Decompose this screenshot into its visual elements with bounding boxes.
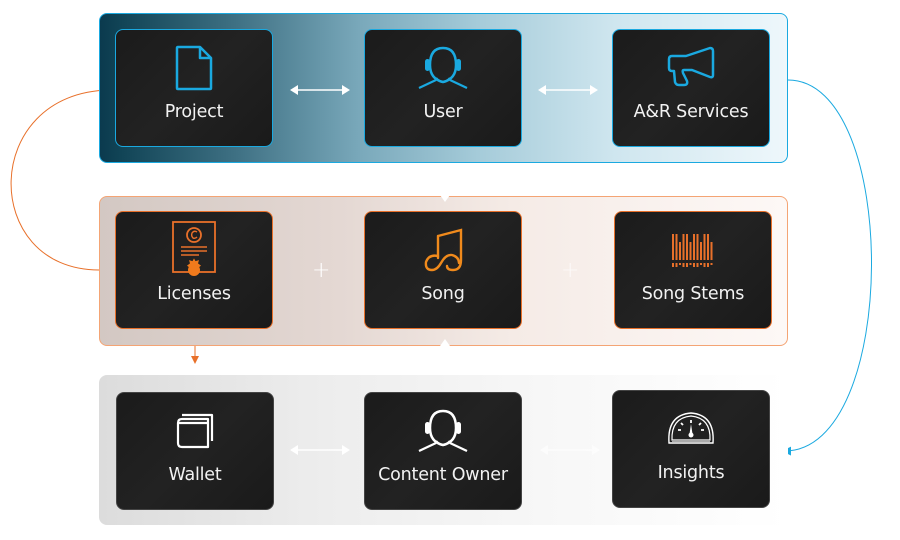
music-note-icon bbox=[365, 226, 521, 274]
node-label: Licenses bbox=[157, 284, 231, 304]
document-icon bbox=[116, 44, 272, 92]
stem-marker bbox=[693, 263, 695, 267]
megaphone-icon bbox=[613, 44, 769, 92]
stem-marker bbox=[703, 263, 706, 267]
node-label: A&R Services bbox=[633, 102, 749, 122]
edge-licenses-to-project bbox=[10, 86, 112, 271]
plus-connector: + bbox=[561, 258, 580, 283]
certificate-icon bbox=[116, 220, 272, 276]
stem-bar bbox=[689, 242, 692, 260]
headset-user-icon bbox=[365, 407, 521, 455]
node-song-stems[interactable]: Song Stems bbox=[614, 211, 772, 329]
wallet-icon bbox=[117, 407, 273, 455]
stem-marker bbox=[700, 263, 702, 265]
node-song[interactable]: Song bbox=[364, 211, 522, 329]
stem-bar bbox=[700, 242, 702, 260]
bidirectional-arrow-icon bbox=[538, 85, 598, 95]
plus-connector: + bbox=[312, 258, 331, 283]
stem-bar bbox=[707, 234, 709, 260]
stem-marker bbox=[696, 263, 699, 267]
stem-marker bbox=[675, 263, 678, 267]
edge-ar-services-to-insights bbox=[782, 79, 872, 456]
node-project[interactable]: Project bbox=[115, 29, 273, 147]
stem-bar bbox=[675, 234, 678, 260]
node-label: Insights bbox=[657, 463, 725, 483]
stem-marker bbox=[707, 263, 709, 267]
stem-bar bbox=[710, 242, 713, 260]
stem-bar bbox=[703, 234, 706, 260]
node-label: Song bbox=[421, 284, 465, 304]
headset-user-icon bbox=[365, 44, 521, 92]
node-label: User bbox=[423, 102, 463, 122]
arrow-up-icon bbox=[440, 339, 450, 346]
node-label: Wallet bbox=[168, 465, 222, 485]
bidirectional-arrow-icon bbox=[290, 85, 350, 95]
stem-marker bbox=[689, 263, 692, 265]
node-wallet[interactable]: Wallet bbox=[116, 392, 274, 510]
stem-marker bbox=[682, 263, 685, 267]
stem-bar bbox=[672, 234, 674, 260]
node-ar-services[interactable]: A&R Services bbox=[612, 29, 770, 147]
gauge-icon bbox=[613, 405, 769, 453]
node-content-owner[interactable]: Content Owner bbox=[364, 392, 522, 510]
bidirectional-arrow-icon bbox=[540, 445, 600, 455]
node-insights[interactable]: Insights bbox=[612, 390, 770, 508]
node-label: Project bbox=[164, 102, 224, 122]
stem-marker bbox=[686, 263, 688, 267]
arrow-down-icon bbox=[440, 195, 450, 202]
stem-marker bbox=[679, 263, 681, 265]
stem-bar bbox=[693, 234, 695, 260]
stem-bar bbox=[679, 242, 681, 260]
node-licenses[interactable]: Licenses bbox=[115, 211, 273, 329]
stem-bar bbox=[682, 234, 685, 260]
stem-bar bbox=[686, 234, 688, 260]
audio-stems-icon bbox=[615, 226, 771, 274]
stem-bar bbox=[696, 234, 699, 260]
stem-marker bbox=[672, 263, 674, 267]
stem-marker bbox=[710, 263, 713, 265]
node-user[interactable]: User bbox=[364, 29, 522, 147]
bidirectional-arrow-icon bbox=[290, 445, 350, 455]
node-label: Song Stems bbox=[641, 284, 745, 304]
node-label: Content Owner bbox=[378, 465, 508, 485]
